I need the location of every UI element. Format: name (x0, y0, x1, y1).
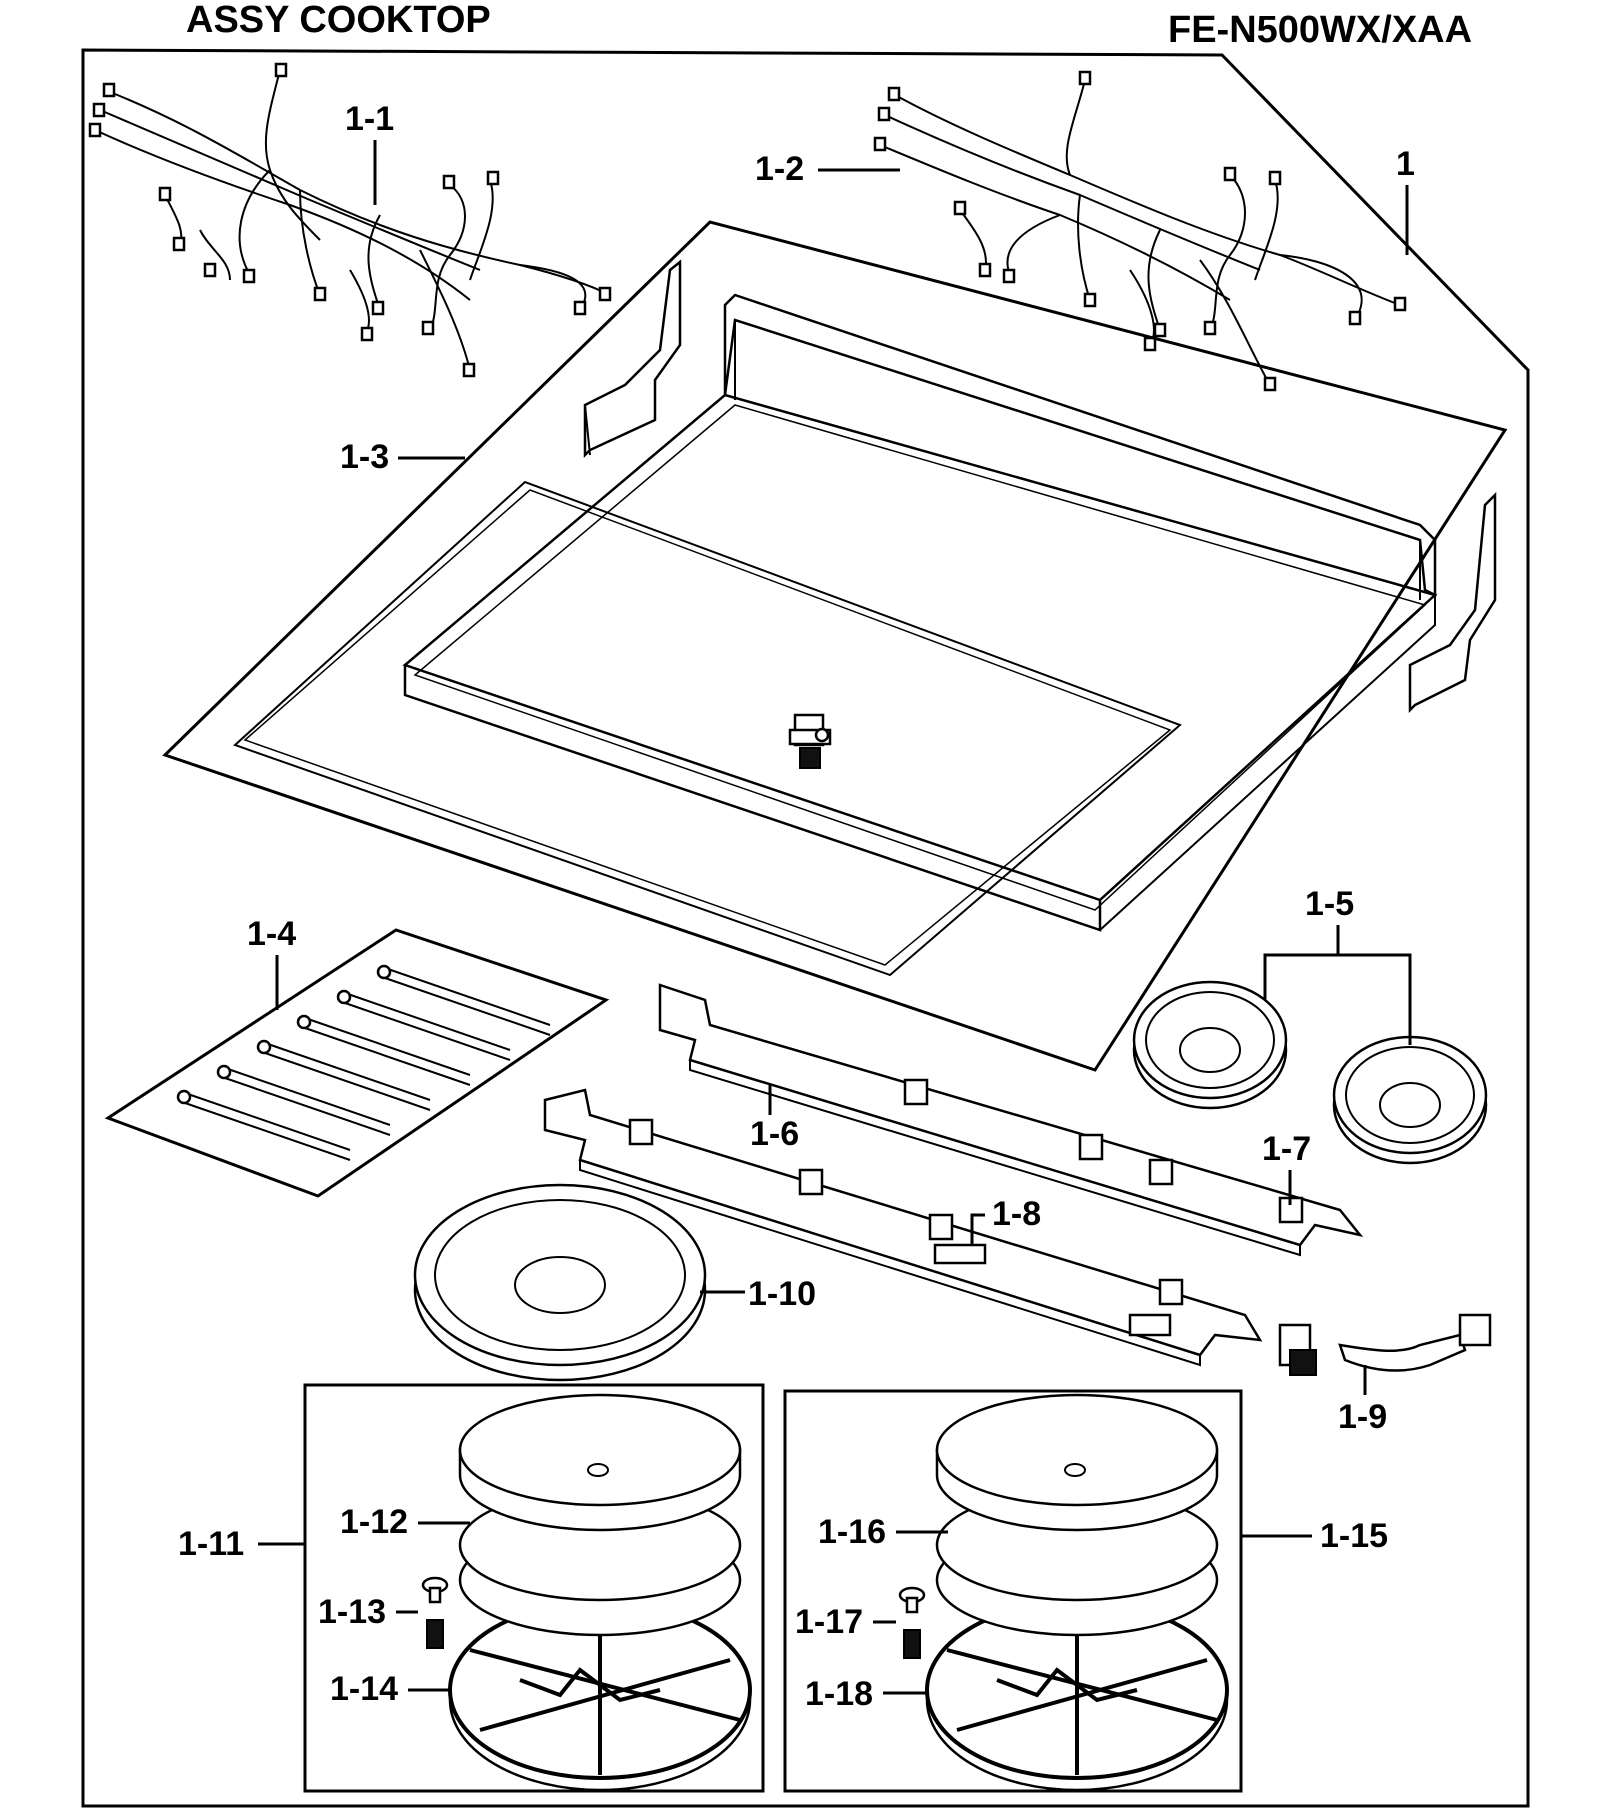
callout-1-18: 1-18 (805, 1675, 873, 1713)
screw-icon (898, 1586, 926, 1659)
callout-1-16: 1-16 (818, 1513, 886, 1551)
callout-1-1: 1-1 (345, 100, 394, 138)
callout-1-9: 1-9 (1338, 1398, 1387, 1436)
wire-harness-icon (88, 62, 612, 378)
ring-icon (413, 1183, 707, 1382)
leader-1-5 (1263, 953, 1412, 1045)
callout-1-10: 1-10 (748, 1275, 816, 1313)
cooktop-frame-icon (162, 220, 1508, 1072)
bracket-icon (658, 983, 1364, 1257)
heater-sheet-icon (104, 928, 610, 1198)
wire-harness-icon (873, 70, 1407, 392)
callout-1-14: 1-14 (330, 1670, 398, 1708)
switch-icon (1278, 1313, 1492, 1376)
ring-icon (1132, 980, 1288, 1110)
callout-1-3: 1-3 (340, 438, 389, 476)
induction-coil-icon (448, 1393, 752, 1792)
switch-icon (788, 713, 832, 769)
coil-assembly-box-right (783, 1389, 1243, 1793)
model-number: FE-N500WX/XAA (1168, 9, 1472, 51)
induction-coil-icon (925, 1393, 1229, 1792)
callout-1-4: 1-4 (247, 915, 296, 953)
bracket-icon (543, 1088, 1263, 1367)
callout-1-15: 1-15 (1320, 1517, 1388, 1555)
callout-1-13: 1-13 (318, 1593, 386, 1631)
callout-1-8: 1-8 (992, 1195, 1041, 1233)
callout-1: 1 (1396, 145, 1415, 183)
assembly-border (81, 48, 1530, 1808)
coil-assembly-box-left (303, 1383, 765, 1793)
callout-1-6: 1-6 (750, 1115, 799, 1153)
leader-1-8 (970, 1213, 985, 1245)
screw-icon (421, 1576, 449, 1649)
callout-1-5: 1-5 (1305, 885, 1354, 923)
callout-1-17: 1-17 (795, 1603, 863, 1641)
diagram-title: ASSY COOKTOP (186, 0, 491, 41)
callout-1-7: 1-7 (1262, 1130, 1311, 1168)
callout-1-2: 1-2 (755, 150, 804, 188)
ring-icon (1332, 1035, 1488, 1165)
callout-1-12: 1-12 (340, 1503, 408, 1541)
callout-1-11: 1-11 (178, 1525, 244, 1563)
